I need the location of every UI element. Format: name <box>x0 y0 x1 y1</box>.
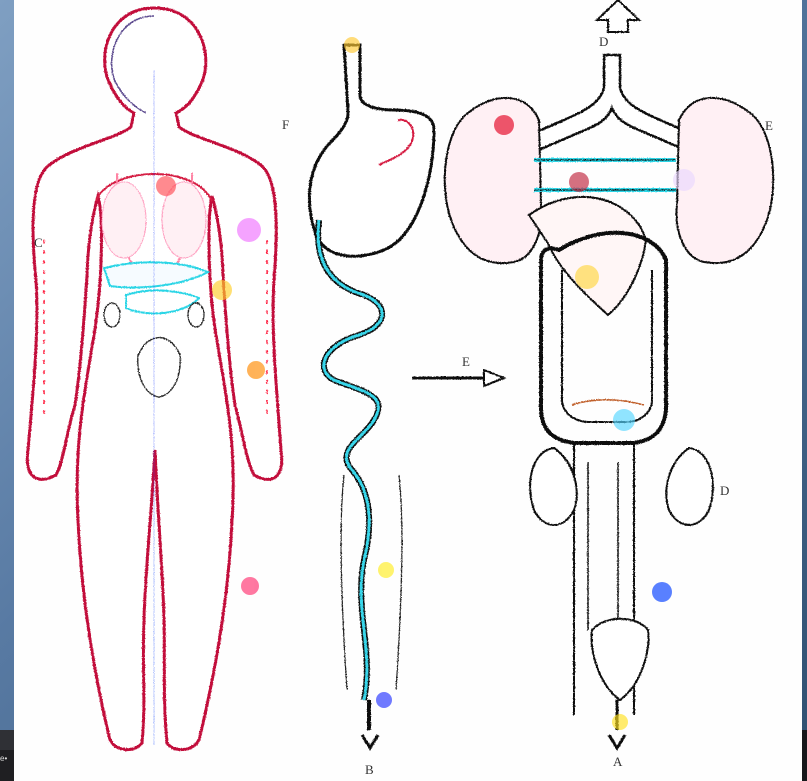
label-bottom-right: A <box>613 754 622 770</box>
corner-text: e• <box>0 754 7 763</box>
label-right-lung: E <box>765 118 773 134</box>
label-bottom-middle: B <box>365 762 374 778</box>
physiology-diagram <box>14 0 802 781</box>
human-body <box>27 8 281 750</box>
diagram-card: D C F E E D B A <box>14 0 802 781</box>
label-stomach: F <box>282 117 289 133</box>
label-top-right: D <box>599 34 608 50</box>
label-middle-arrow: E <box>462 354 470 370</box>
label-left: C <box>34 235 43 251</box>
label-right-kidney: D <box>720 483 729 499</box>
